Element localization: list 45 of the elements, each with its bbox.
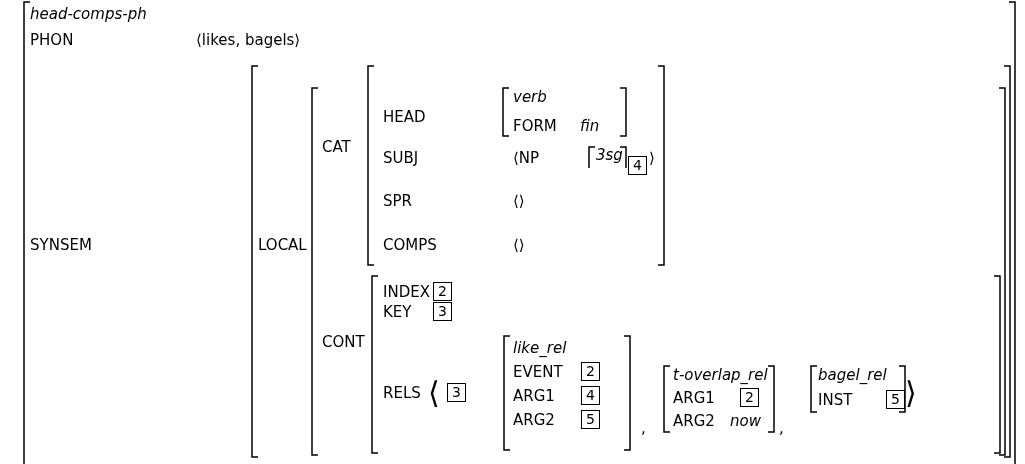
tag-box: 4 (581, 386, 600, 405)
feature-name: ARG2 (513, 411, 555, 429)
comma: , (641, 419, 646, 437)
tag-box: 5 (886, 390, 905, 409)
feature-name: PHON (30, 31, 74, 49)
feature-value: ⟩ (649, 149, 655, 167)
feature-name: FORM (513, 117, 557, 135)
feature-value: ⟨⟩ (513, 192, 525, 210)
feature-name: HEAD (383, 108, 426, 126)
feature-name: EVENT (513, 363, 563, 381)
feature-name: SYNSEM (30, 236, 92, 254)
feature-name: SUBJ (383, 149, 419, 167)
comma: , (779, 419, 784, 437)
feature-name: INDEX (383, 283, 430, 301)
tag-box: 5 (581, 410, 600, 429)
feature-name: LOCAL (258, 236, 307, 254)
feature-name: COMPS (383, 236, 437, 254)
type-name: now (730, 412, 761, 430)
tag-box: 2 (581, 362, 600, 381)
feature-name: ARG2 (673, 412, 715, 430)
tag-box: 3 (447, 383, 466, 402)
feature-value: ⟨⟩ (513, 236, 525, 254)
type-name: verb (513, 88, 547, 106)
feature-value: ⟨likes, bagels⟩ (196, 31, 301, 49)
feature-name: ARG1 (673, 389, 715, 407)
angle-bracket: ⟩ (905, 375, 917, 411)
feature-value: ⟨NP (513, 149, 540, 167)
type-name: t-overlap_rel (673, 366, 768, 384)
angle-bracket: ⟨ (428, 375, 440, 411)
tag-box: 2 (740, 388, 759, 407)
type-name: like_rel (513, 339, 567, 357)
feature-name: ARG1 (513, 387, 555, 405)
tag-box: 2 (433, 282, 452, 301)
feature-name: INST (818, 391, 853, 409)
type-name: 3sg (596, 146, 623, 164)
type-name: head-comps-ph (30, 5, 147, 23)
feature-name: RELS (383, 384, 421, 402)
type-name: fin (580, 117, 600, 135)
type-name: bagel_rel (818, 366, 887, 384)
feature-name: KEY (383, 303, 412, 321)
feature-name: SPR (383, 192, 412, 210)
tag-box: 3 (433, 302, 452, 321)
tag-box: 4 (628, 156, 647, 175)
feature-name: CAT (322, 138, 351, 156)
feature-name: CONT (322, 333, 365, 351)
